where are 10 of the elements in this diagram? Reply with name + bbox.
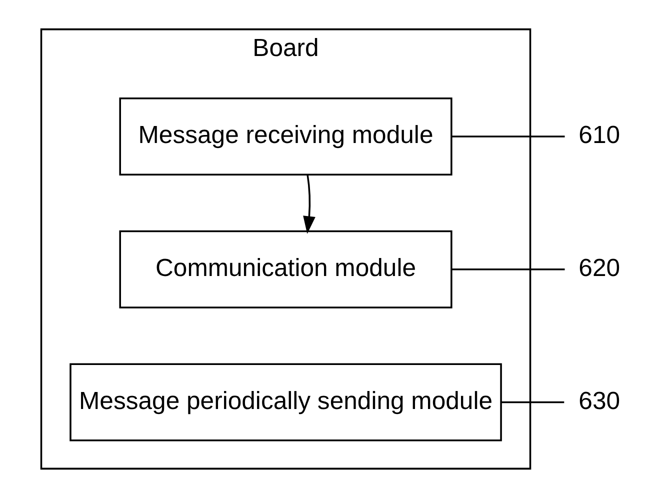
connector: [451, 268, 564, 270]
node-box: Message receiving module: [118, 98, 452, 176]
node-text: 630: [578, 388, 620, 415]
node-text: 610: [578, 122, 620, 150]
node-text: 620: [578, 254, 620, 282]
connector: [500, 401, 564, 404]
arrow: [302, 174, 315, 234]
node-box: Communication module: [118, 230, 452, 308]
node-box: Message periodically sending module: [69, 363, 502, 442]
connector: [451, 136, 564, 138]
